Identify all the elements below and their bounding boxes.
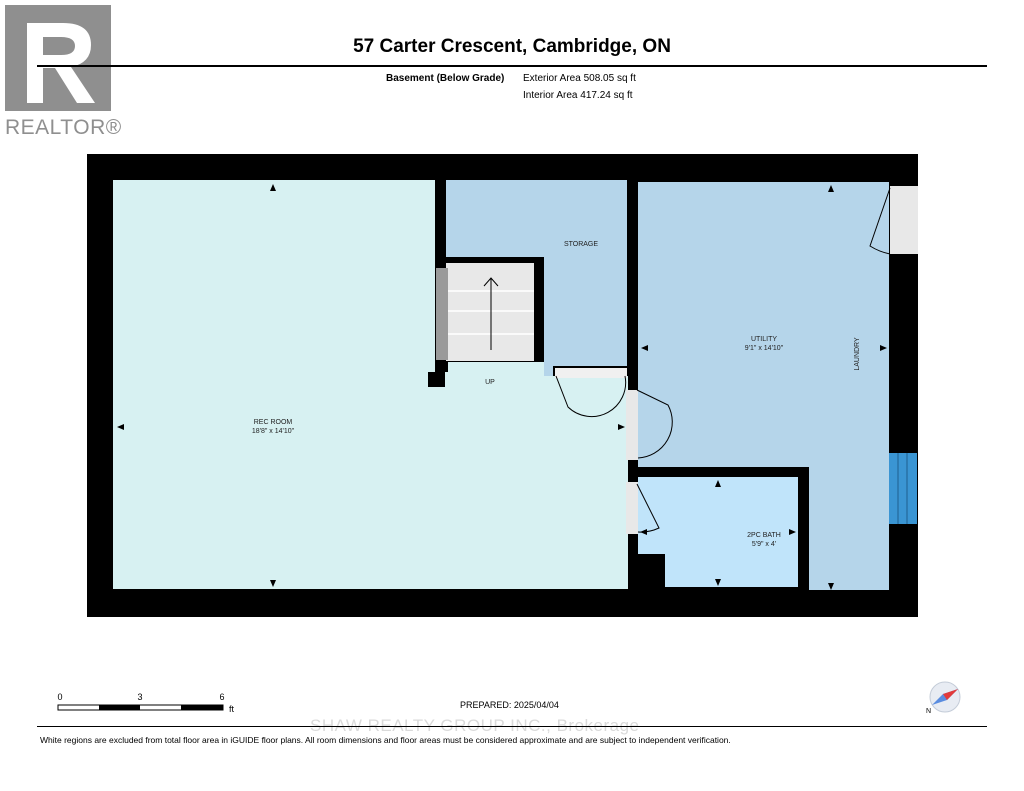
compass-north-label: N	[926, 708, 931, 715]
title-divider	[37, 65, 987, 67]
laundry-name: LAUNDRY	[854, 337, 861, 371]
bath-name: 2PC BATH	[747, 532, 781, 539]
stairs-label: UP	[485, 379, 495, 386]
scale-label-0: 0	[57, 692, 62, 702]
footer-divider	[37, 726, 987, 727]
utility-floor	[638, 182, 889, 590]
exterior-area: Exterior Area 508.05 sq ft	[523, 73, 636, 84]
utility-dims: 9'1" x 14'10"	[745, 345, 784, 352]
bath-dims: 5'9" x 4'	[752, 541, 776, 548]
dimension-arrows	[117, 184, 887, 590]
watermark: SHAW REALTY GROUP INC., Brokerage	[310, 716, 640, 735]
prepared-date: PREPARED: 2025/04/04	[460, 700, 559, 710]
level-name: Basement (Below Grade)	[386, 73, 505, 84]
realtor-logo	[5, 5, 120, 140]
utility-name: UTILITY	[751, 336, 777, 343]
interior-area: Interior Area 417.24 sq ft	[523, 90, 633, 101]
scale-unit: ft	[229, 704, 235, 714]
stairs	[446, 263, 534, 361]
page-title: 57 Carter Crescent, Cambridge, ON	[353, 36, 671, 57]
compass-icon: N	[926, 681, 961, 715]
rec-room-name: REC ROOM	[254, 419, 293, 426]
scale-bar: 0 3 6 ft	[57, 692, 234, 714]
scale-label-6: 6	[219, 692, 224, 702]
rec-room-floor	[113, 180, 628, 589]
window	[889, 453, 917, 524]
rec-room-dims: 18'8" x 14'10"	[252, 428, 295, 435]
scale-label-3: 3	[137, 692, 142, 702]
storage-floor	[446, 180, 627, 376]
disclaimer: White regions are excluded from total fl…	[40, 735, 731, 745]
storage-name: STORAGE	[564, 241, 598, 248]
realtor-wordmark: REALTOR®	[5, 116, 122, 139]
